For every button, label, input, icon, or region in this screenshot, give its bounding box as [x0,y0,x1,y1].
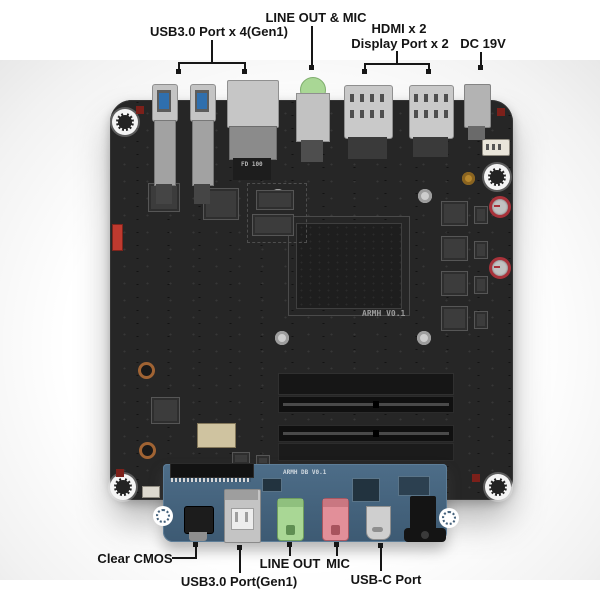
leader-line [364,63,366,71]
vrm-choke [441,306,468,331]
vrm-mosfet [474,206,488,224]
leader-line [311,26,313,67]
annotation-label-mic: MIC [326,556,350,571]
soic-chip [256,190,294,210]
cpu-chip [296,223,402,309]
daughterboard-ic [398,476,430,496]
annotation-label-hdmi: HDMI x 2 [371,21,427,36]
leader-arrow [237,545,242,550]
annotation-label-line-out: LINE OUT [259,556,321,571]
coin-battery-pad [462,172,475,185]
daughterboard-silkscreen-text: ARMH DB V0.1 [283,469,327,476]
mounting-hole [439,508,459,528]
fiducial-marker [136,106,144,114]
leader-arrow [242,69,247,74]
annotation-label-usb3-bottom: USB3.0 Port(Gen1) [180,574,298,589]
leader-arrow [426,69,431,74]
fiducial-marker [472,474,480,482]
leader-line [178,62,246,64]
mounting-hole [153,506,173,526]
annotation-label-usb-c: USB-C Port [350,572,422,587]
ram-slot-area [278,373,454,395]
leader-line [428,63,430,71]
leader-line [239,549,241,573]
edge-connector-pins [171,478,251,482]
leader-arrow [176,69,181,74]
screw-hole-copper [138,362,155,379]
electrolytic-capacitor [489,196,511,218]
cooler-boss-hole [275,331,289,345]
mounting-hole [112,109,138,135]
cpu-silkscreen-outline [288,216,410,316]
vrm-mosfet [474,311,488,329]
leader-line [211,40,213,63]
leader-arrow [193,542,198,547]
mounting-hole [110,474,136,500]
lan-led-silkscreen: FD 100 [241,161,263,168]
fan-header-connector [482,139,510,156]
leader-line [364,63,430,65]
leader-arrow [478,65,483,70]
daughterboard-ic [262,478,282,492]
ram-slot-2 [278,425,454,442]
ram-slot-1 [278,396,454,413]
screw-hole-copper [139,442,156,459]
small-connector [142,486,160,498]
leader-line [396,51,398,64]
mounting-hole [485,474,511,500]
fiducial-marker [116,469,124,477]
mounting-hole [484,164,510,190]
header-connector-red [112,224,123,251]
cooler-boss-hole [417,331,431,345]
soic-chip [252,214,294,236]
leader-line [289,546,291,556]
leader-line [172,557,197,559]
usb-blue-tongue [197,93,207,109]
ic-chip [151,397,180,424]
leader-arrow [378,543,383,548]
leader-line [336,546,338,556]
edge-connector [170,463,254,478]
leader-line [480,52,482,67]
annotation-label-lineout-mic: LINE OUT & MIC [265,10,367,25]
leader-arrow [309,65,314,70]
silkscreen-box [247,183,307,243]
vrm-choke [441,201,468,226]
vrm-choke [441,236,468,261]
vrm-choke [441,271,468,296]
vrm-mosfet [474,241,488,259]
annotation-label-displayport: Display Port x 2 [351,36,449,51]
fiducial-marker [497,108,505,116]
leader-line [195,546,197,559]
board-silkscreen-text: ARMH V0.1 [362,309,406,318]
wifi-module [197,423,236,448]
annotation-label-dc: DC 19V [460,36,506,51]
cooler-boss-hole [418,189,432,203]
leader-arrow [334,542,339,547]
annotation-label-clear-cmos: Clear CMOS [97,551,173,566]
annotation-label-usb3-top: USB3.0 Port x 4(Gen1) [150,24,288,39]
leader-arrow [287,542,292,547]
leader-line [178,62,180,71]
daughterboard-ic [352,478,380,502]
usb-blue-tongue [159,93,169,109]
leader-arrow [362,69,367,74]
vrm-mosfet [474,276,488,294]
electrolytic-capacitor [489,257,511,279]
leader-line [244,62,246,71]
ram-latch-area [278,443,454,461]
leader-line [380,547,382,571]
